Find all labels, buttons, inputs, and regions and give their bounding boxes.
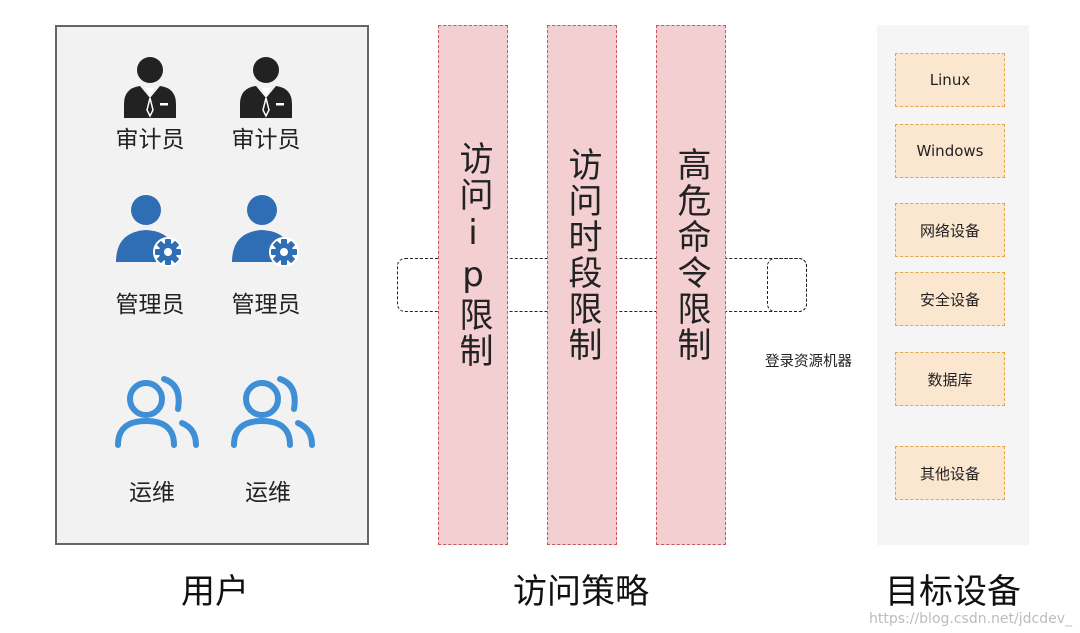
policy-label: 访问ip限制 [453,141,493,369]
target-linux: Linux [895,53,1005,107]
ops-users-icon [115,376,199,448]
target-database: 数据库 [895,352,1005,406]
admin-gear-icon [232,195,299,267]
section-title-targets: 目标设备 [885,572,1021,612]
login-label: 登录资源机器 [765,354,852,370]
policy-time-limit: 访问时段限制 [547,25,617,545]
target-other-device: 其他设备 [895,446,1005,500]
section-title-users: 用户 [181,572,249,612]
user-label: 管理员 [115,292,185,318]
user-label: 管理员 [231,292,301,318]
user-label: 审计员 [231,127,301,153]
ops-users-icon [231,376,315,448]
section-title-policies: 访问策略 [513,572,649,612]
target-network-device: 网络设备 [895,203,1005,257]
auditor-icon [124,57,176,118]
user-label: 审计员 [115,127,185,153]
user-label: 运维 [245,480,291,506]
policy-command-limit: 高危命令限制 [656,25,726,545]
users-panel [55,25,369,545]
policy-ip-limit: 访问ip限制 [438,25,508,545]
admin-gear-icon [116,195,183,267]
target-windows: Windows [895,124,1005,178]
user-label: 运维 [129,480,175,506]
target-security-device: 安全设备 [895,272,1005,326]
auditor-icon [240,57,292,118]
policy-label: 高危命令限制 [671,147,711,363]
watermark: https://blog.csdn.net/jdcdev_ [868,611,1072,627]
login-path-end [767,258,807,312]
policy-label: 访问时段限制 [562,147,602,363]
